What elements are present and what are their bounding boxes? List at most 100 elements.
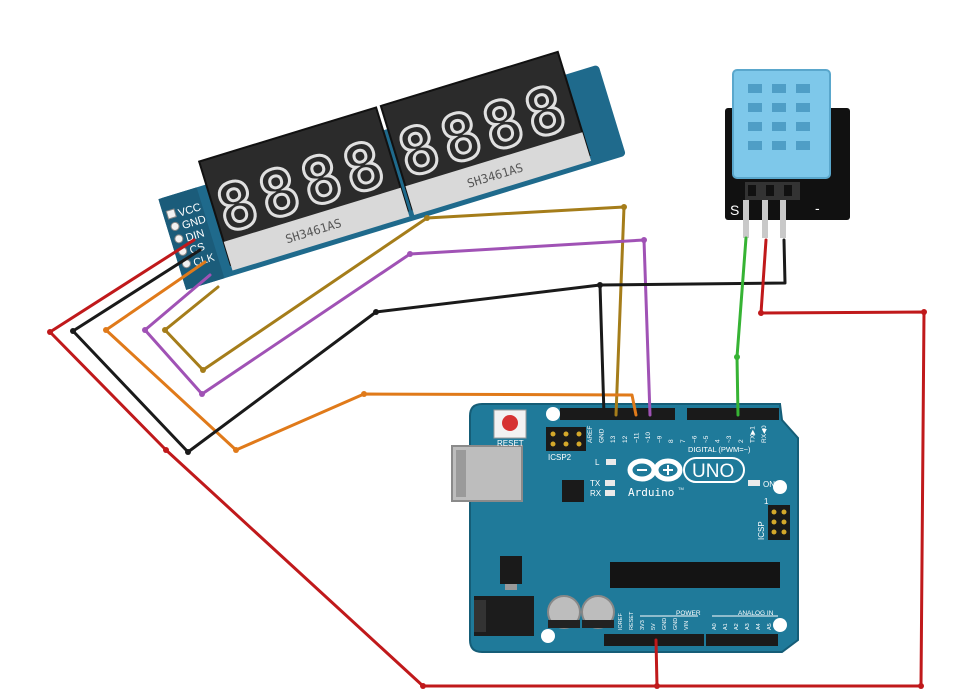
uno-badge <box>683 457 745 483</box>
wire-node <box>70 328 76 334</box>
wire-node <box>233 447 239 453</box>
icsp-label: ICSP <box>757 521 766 540</box>
wire-node <box>918 683 924 689</box>
pin-hole <box>174 234 184 244</box>
pin-label: VIN <box>684 621 690 630</box>
display-side-right <box>405 132 592 215</box>
led-label-rx: RX <box>590 489 602 498</box>
wire-node <box>361 391 367 397</box>
pin-label: 12 <box>622 435 629 443</box>
board-outline <box>469 403 799 653</box>
pin-label: 8 <box>668 439 675 443</box>
pin-label: A5 <box>767 623 773 630</box>
analog-label: ANALOG IN <box>738 610 774 617</box>
reset-button[interactable] <box>493 409 527 439</box>
sensor-pin-label-s: S <box>730 202 739 218</box>
wire-node <box>185 449 191 455</box>
mounting-hole <box>773 480 787 494</box>
pin-label: A1 <box>723 623 729 630</box>
pin-label: IOREF <box>618 613 624 630</box>
pin-label: 3V3 <box>640 620 646 630</box>
arduino-brand-text: Arduino <box>628 486 674 499</box>
wire-node <box>921 309 927 315</box>
display-side-left <box>223 187 410 271</box>
wire-node <box>199 391 205 397</box>
pin-label: ~3 <box>726 435 733 443</box>
icsp-header <box>768 505 790 540</box>
pin-label: RESET <box>629 611 635 630</box>
pin-label: 7 <box>680 439 687 443</box>
pin-label: ~9 <box>657 435 664 443</box>
wire-node <box>621 204 627 210</box>
led-label-l: L <box>595 458 600 467</box>
pin-label: ~6 <box>691 435 698 443</box>
digital-label: DIGITAL (PWM=~) <box>688 445 751 454</box>
wires <box>48 205 926 688</box>
pin-hole <box>170 221 180 231</box>
wire-signal-to-pin3 <box>735 236 748 417</box>
wire-node <box>142 327 148 333</box>
sensor-grille <box>748 84 810 150</box>
pin-label: TX▶1 <box>749 426 756 443</box>
analog-header <box>706 634 778 646</box>
sensor-pin-label-minus: - <box>815 200 820 216</box>
icsp-pin-one-label: 1 <box>764 497 769 506</box>
wire-node <box>597 282 603 288</box>
pin-label: ~11 <box>633 432 640 443</box>
pin-label: A0 <box>712 623 718 630</box>
wire-din-to-pin11 <box>104 260 638 452</box>
wire-vcc <box>48 238 659 688</box>
pin-label: ~10 <box>645 432 652 443</box>
wire-node <box>734 354 740 360</box>
seven-segment-display-module: SH3461AS SH3461AS 8 8 8 8 8 8 8 8 VCC GN… <box>158 50 626 290</box>
pin-label: 13 <box>610 435 617 443</box>
pin-label: 4 <box>715 439 722 443</box>
pin-label: GND <box>673 618 679 630</box>
display-pin-holes <box>165 208 191 269</box>
sensor-pin <box>762 200 768 238</box>
microcontroller-chip <box>610 562 780 588</box>
pin-label: ~5 <box>703 435 710 443</box>
digital-header-right <box>687 408 779 420</box>
sensor-pin <box>743 200 749 238</box>
wire-node <box>162 327 168 333</box>
pin-label: 2 <box>738 439 745 443</box>
chip-small <box>562 480 584 502</box>
wire-gnd <box>71 248 606 454</box>
pin-label: 5V <box>651 623 657 630</box>
wire-node <box>758 310 764 316</box>
mounting-hole <box>773 618 787 632</box>
power-pin-labels: IOREF RESET 3V3 5V GND GND VIN <box>618 611 690 630</box>
wire-gnd-sensor <box>598 238 787 287</box>
capacitors <box>547 595 615 629</box>
pin-label: A3 <box>745 623 751 630</box>
icsp2-header <box>546 427 586 451</box>
reset-label: RESET <box>497 439 524 448</box>
wire-node <box>103 327 109 333</box>
pin-hole <box>165 208 177 220</box>
wire-node <box>200 367 206 373</box>
on-label: ON <box>763 480 775 489</box>
pin-label: GND <box>662 618 668 630</box>
arduino-logo-icon <box>627 458 683 482</box>
wire-node <box>407 251 413 257</box>
wire-node <box>424 215 430 221</box>
wire-node <box>47 329 53 335</box>
pin-label: A4 <box>756 623 762 630</box>
display-pin-labels: VCC GND DIN CS CLK <box>177 201 217 269</box>
wire-cs-to-pin10 <box>143 238 652 417</box>
power-header <box>604 634 704 646</box>
uno-logo-text: UNO <box>692 461 734 482</box>
icsp2-label: ICSP2 <box>548 453 572 462</box>
onboard-leds <box>605 459 760 496</box>
dht11-sensor-module: S - <box>725 69 850 238</box>
arduino-brand-mark: TM <box>678 486 684 491</box>
pin-label-din: DIN <box>184 227 206 244</box>
pin-label: AREF <box>587 426 594 443</box>
wire-node <box>641 237 647 243</box>
mounting-hole <box>541 629 555 643</box>
wire-bend-points <box>47 204 927 689</box>
